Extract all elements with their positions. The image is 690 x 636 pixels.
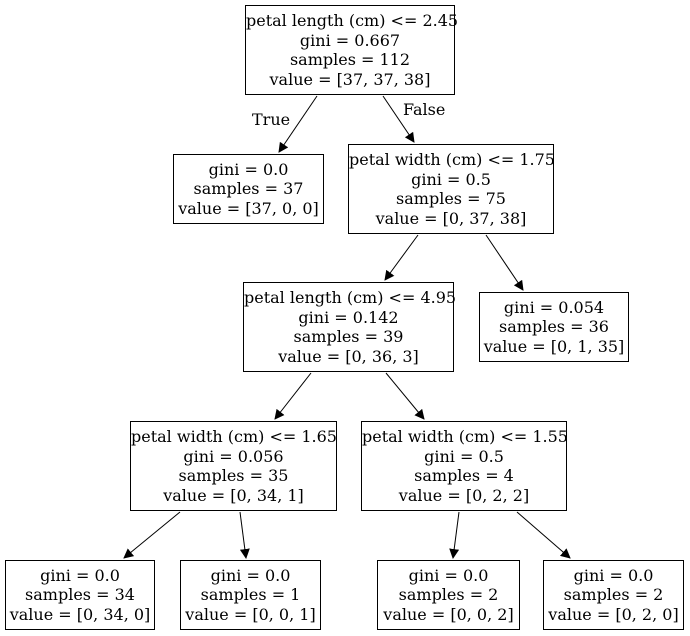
node-text-line: value = [0, 1, 35] [483,336,625,356]
node-text-line: gini = 0.0 [210,565,291,585]
node-text-line: gini = 0.0 [573,565,654,585]
edge-label-false: False [403,100,446,119]
node-text-line: gini = 0.0 [408,565,489,585]
edge-n3-n5 [274,372,312,420]
node-text-line: samples = 34 [25,585,135,605]
node-text-line: value = [0, 36, 3] [278,346,419,366]
node-text-line: samples = 112 [289,50,411,69]
edge-label-true: True [252,110,291,129]
node-text-line: gini = 0.0 [40,565,120,585]
edge-n2-n4 [485,234,524,291]
edge-n6-n9 [449,511,460,559]
node-text-line: value = [37, 0, 0] [178,198,319,218]
edge-n6-n10 [516,511,571,559]
node-text-line: petal length (cm) <= 4.95 [244,288,457,307]
node-text-line: samples = 35 [178,466,289,485]
node-text-line: gini = 0.667 [299,30,401,50]
node-text-line: gini = 0.056 [183,446,284,466]
edge-n0-n2 [382,95,415,143]
node-text-line: petal width (cm) <= 1.75 [349,150,555,169]
node-text-line: petal length (cm) <= 2.45 [246,11,459,30]
node-text-line: value = [0, 0, 2] [383,604,514,624]
node-text-line: samples = 2 [563,585,664,605]
node-text-line: value = [0, 37, 38] [375,208,527,228]
node-text-line: samples = 4 [414,466,514,485]
node-text-line: gini = 0.0 [208,159,289,179]
node-text-line: gini = 0.054 [503,297,605,317]
edge-n0-n1 [278,95,318,153]
node-text-line: value = [0, 2, 0] [548,604,679,624]
node-text-line: value = [0, 0, 1] [185,604,316,624]
node-text-line: samples = 75 [396,189,506,208]
node-text-line: gini = 0.5 [424,446,504,466]
node-text-line: samples = 2 [398,585,499,605]
edge-n2-n3 [384,234,419,281]
node-text-line: gini = 0.5 [411,169,491,189]
node-text-line: gini = 0.142 [298,307,399,327]
node-text-line: samples = 39 [293,327,404,346]
node-text-line: samples = 37 [193,179,304,199]
node-text-line: value = [37, 37, 38] [269,69,431,89]
edge-n3-n6 [385,372,425,420]
node-text-line: samples = 36 [499,317,609,337]
node-text-line: value = [0, 2, 2] [398,485,530,505]
node-text-line: value = [0, 34, 1] [163,485,304,505]
node-text-line: value = [0, 34, 0] [9,604,151,624]
node-text-line: petal width (cm) <= 1.65 [131,427,337,446]
edge-n5-n7 [123,511,181,559]
node-text-line: petal width (cm) <= 1.55 [362,427,568,446]
node-text-line: samples = 1 [200,585,301,605]
edge-n5-n8 [239,511,250,559]
